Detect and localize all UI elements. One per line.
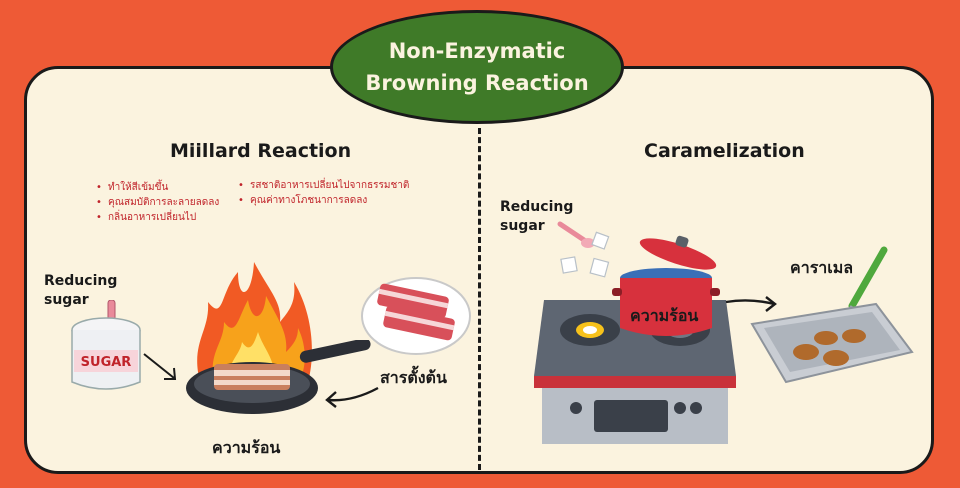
frying-pan-icon (186, 340, 371, 414)
reactant-label: สารตั้งต้น (380, 368, 447, 387)
effect-item: ทำให้สีเข้มขึ้น (96, 180, 219, 195)
sugar-jar-text: SUGAR (81, 355, 132, 370)
sugar-jar-icon: SUGAR (71, 300, 141, 390)
caramel-tray-icon (750, 246, 914, 384)
right-reducing-sugar-label: Reducing sugar (500, 199, 574, 234)
cooking-pot-icon (612, 235, 720, 336)
effect-item: คุณสมบัติการละลายลดลง (96, 195, 219, 210)
maillard-heading: Miillard Reaction (170, 140, 352, 162)
caramelization-heading: Caramelization (644, 140, 805, 162)
maillard-effects-col2: รสชาติอาหารเปลี่ยนไปจากธรรมชาติ คุณค่าทา… (238, 178, 409, 208)
maillard-effects-col1: ทำให้สีเข้มขึ้น คุณสมบัติการละลายลดลง กล… (96, 180, 219, 225)
arrow-icon (725, 296, 777, 312)
left-heat-label: ความร้อน (212, 438, 281, 457)
right-heat-label: ความร้อน (630, 306, 699, 325)
section-divider (478, 128, 481, 470)
title-line-2: Browning Reaction (365, 71, 589, 95)
effect-item: คุณค่าทางโภชนาการลดลง (238, 193, 409, 208)
arrow-icon (325, 386, 379, 408)
title-line-1: Non-Enzymatic (388, 39, 566, 63)
effect-item: รสชาติอาหารเปลี่ยนไปจากธรรมชาติ (238, 178, 409, 193)
caramel-label: คาราเมล (790, 258, 854, 277)
left-reducing-sugar-label: Reducing sugar (44, 273, 118, 308)
sugar-cubes-icon (557, 221, 610, 278)
effect-item: กลิ่นอาหารเปลี่ยนไป (96, 210, 219, 225)
meat-plate-icon (361, 277, 471, 355)
arrow-icon (143, 353, 177, 380)
title-badge: Non-Enzymatic Browning Reaction (330, 10, 624, 124)
